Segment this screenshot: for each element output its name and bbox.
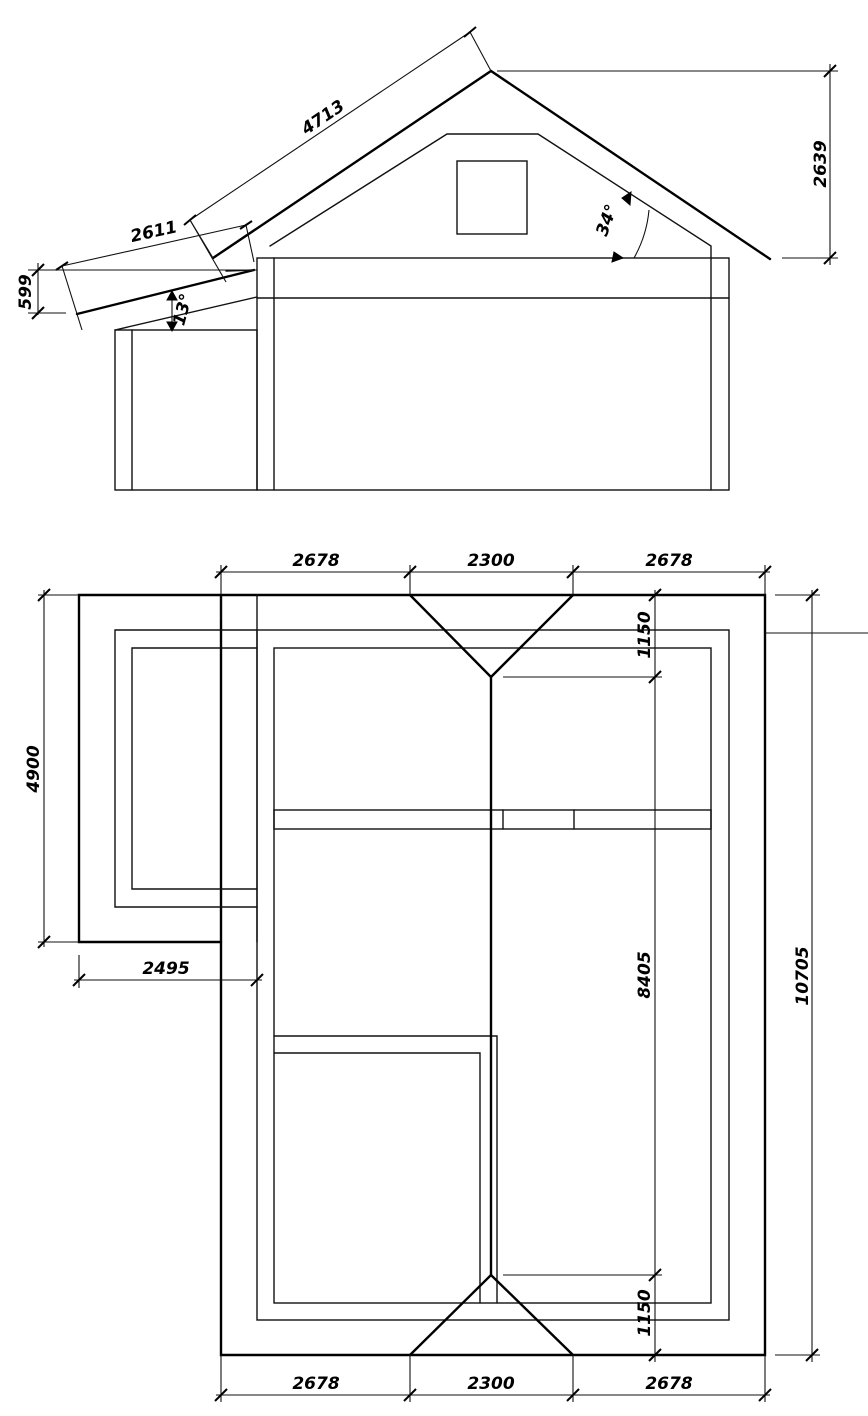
dim-total-10705: 10705: [793, 946, 813, 1005]
dim-label-2639: 2639: [811, 140, 831, 187]
hip-bottom: [408, 1273, 575, 1357]
annex-wall: [114, 329, 258, 491]
dim-label-599: 599: [16, 274, 36, 310]
dim-top-middle: 2300: [467, 551, 514, 571]
angle-label-34: 34°: [592, 202, 622, 239]
dim-hip-bottom-1150: 1150: [635, 1289, 655, 1336]
dim-top-right: 2678: [645, 551, 692, 571]
hip-top: [408, 593, 575, 679]
dim-top-left: 2678: [292, 551, 339, 571]
plan-view: 2678 2300 2678 2678 2300 2678 4900 2495: [24, 551, 868, 1402]
dim-annex-2495: 2495: [142, 959, 189, 979]
main-wall: [256, 257, 730, 491]
gable-window: [456, 160, 528, 235]
dim-inner-8405: 8405: [635, 951, 655, 998]
lower-roof-line: [75, 268, 256, 316]
dim-bottom-right: 2678: [645, 1374, 692, 1394]
dim-hip-top-1150: 1150: [635, 611, 655, 658]
dim-bottom-left: 2678: [292, 1374, 339, 1394]
dim-left-4900: 4900: [24, 745, 44, 793]
elevation-view: 4713 2611 599 2639 34° 13°: [16, 26, 838, 491]
dim-label-2611: 2611: [129, 217, 180, 247]
dim-bottom-middle: 2300: [467, 1374, 514, 1394]
gable-outline: [269, 133, 712, 259]
